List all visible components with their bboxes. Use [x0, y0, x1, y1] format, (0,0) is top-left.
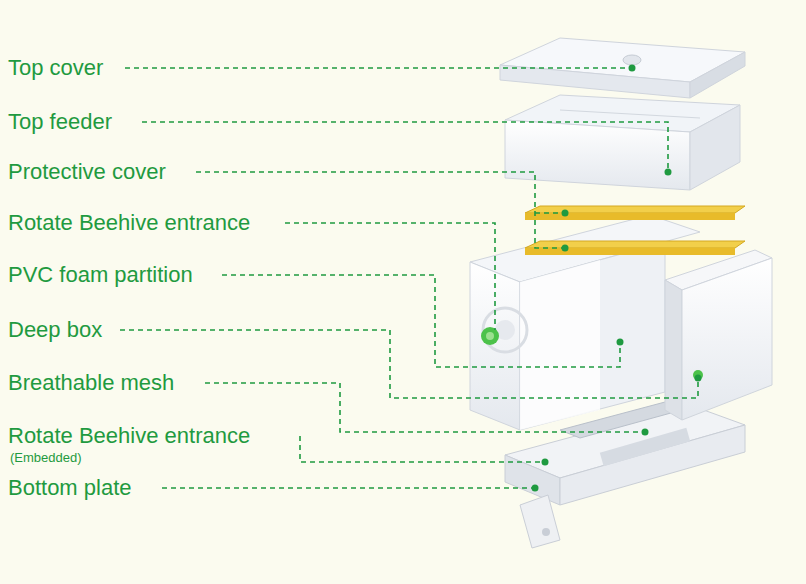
- part-label: Rotate Beehive entrance: [6, 210, 252, 236]
- part-label: PVC foam partition: [6, 262, 195, 288]
- part-label: Top feeder: [6, 109, 114, 135]
- part-label: Bottom plate: [6, 475, 134, 501]
- protective-cover: [525, 206, 745, 255]
- leader-dots: [532, 65, 702, 492]
- part-label: Breathable mesh: [6, 370, 176, 396]
- part-label: Top cover: [6, 55, 105, 81]
- bottom-plate: [505, 405, 745, 548]
- part-label: Protective cover: [6, 159, 168, 185]
- part-label: Deep box: [6, 317, 104, 343]
- part-label: Rotate Beehive entrance: [6, 423, 252, 449]
- part-note: (Embedded): [8, 450, 84, 465]
- top-feeder: [505, 95, 740, 190]
- side-panel: [665, 250, 772, 420]
